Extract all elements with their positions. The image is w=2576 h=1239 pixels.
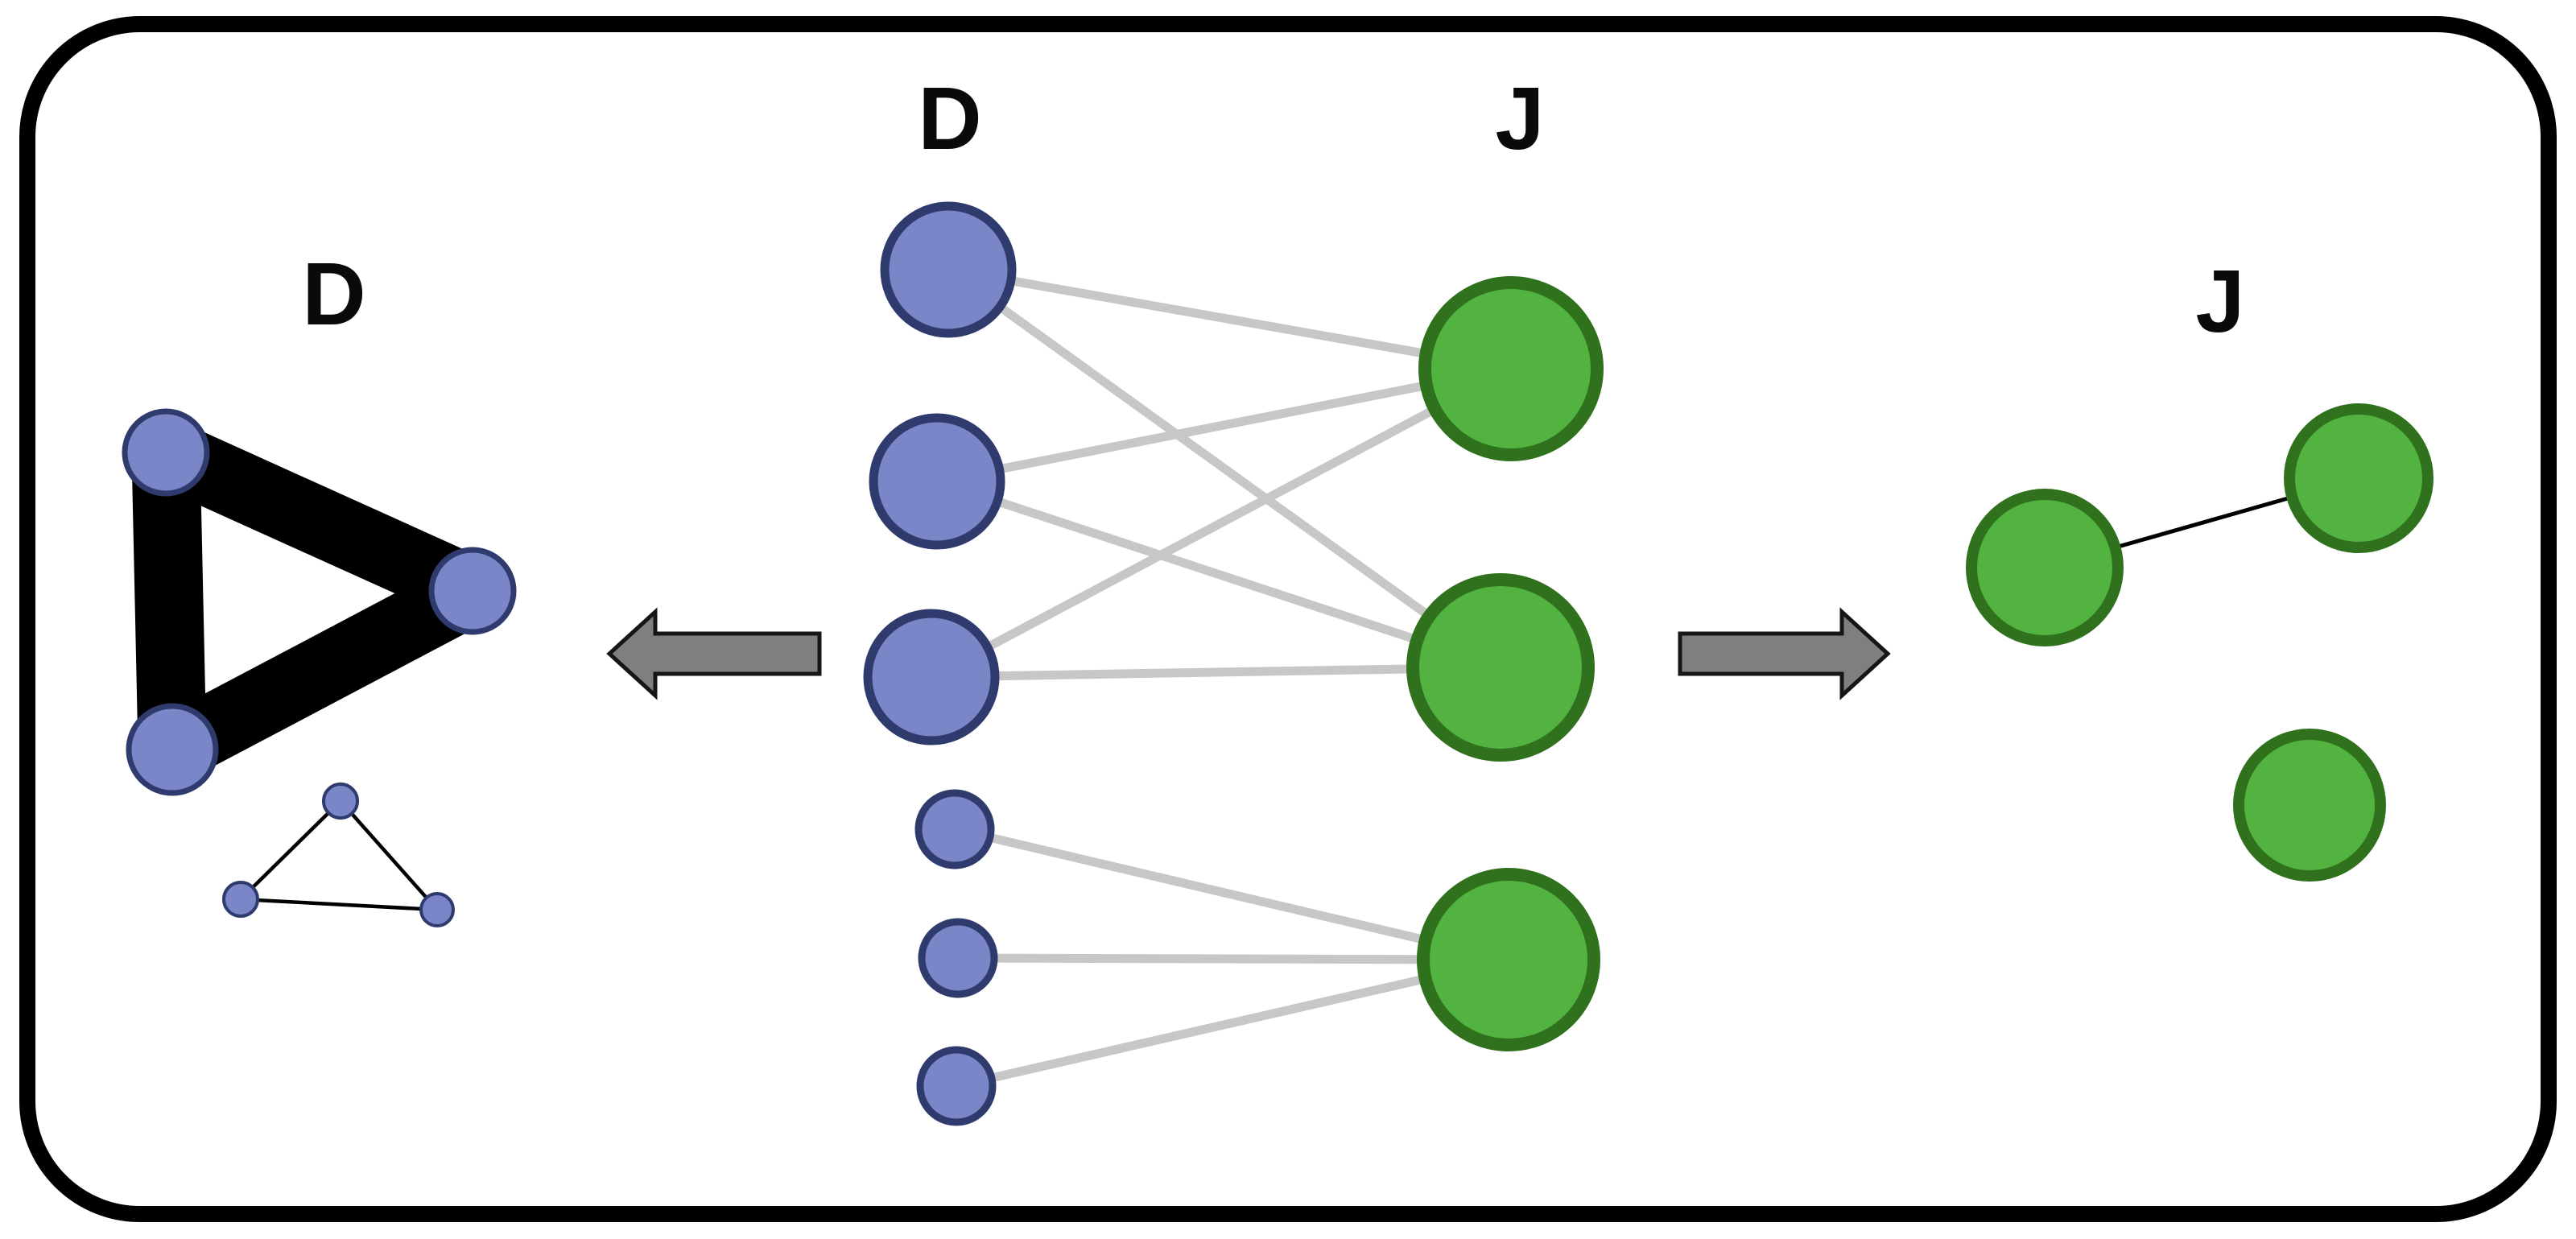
nodes-layer (122, 201, 2434, 1126)
bip-j-node-3 (1417, 868, 1600, 1051)
labels-layer: D D J J (302, 69, 2244, 351)
edge-proj-d-node-1-proj-d-node-2 (151, 421, 487, 622)
bipartite-j-label: J (1495, 69, 1544, 168)
edge-proj-d-small-node-1-proj-d-small-node-2 (239, 799, 342, 901)
proj-d-node-3 (126, 703, 219, 796)
edge-bip-d-node-6-bip-j-node-3 (955, 955, 1510, 1091)
edge-proj-d-node-1-proj-d-node-3 (131, 452, 207, 750)
bip-d-node-5 (918, 918, 998, 998)
frame-layer (19, 16, 2557, 1222)
edge-proj-d-small-node-2-proj-d-small-node-3 (240, 897, 438, 912)
right-arrow-icon (1678, 607, 1891, 700)
proj-j-node-1 (1966, 489, 2124, 646)
proj-d-node-2 (428, 547, 517, 635)
edge-proj-d-node-2-proj-d-node-3 (156, 560, 489, 780)
edge-bip-d-node-5-bip-j-node-3 (957, 953, 1509, 964)
proj-j-node-3 (2233, 729, 2386, 882)
edge-bip-d-node-3-bip-j-node-2 (931, 663, 1501, 682)
bip-d-node-1 (880, 201, 1017, 338)
edge-bip-d-node-3-bip-j-node-1 (929, 365, 1513, 681)
bip-d-node-4 (914, 789, 995, 869)
edge-proj-d-small-node-1-proj-d-small-node-3 (339, 799, 439, 911)
bip-d-node-2 (869, 413, 1005, 550)
edge-bip-d-node-1-bip-j-node-2 (945, 266, 1504, 671)
edges-layer (131, 265, 2359, 1091)
proj-d-small-node-2 (222, 881, 259, 918)
proj-j-node-2 (2284, 403, 2434, 553)
edge-bip-d-node-2-bip-j-node-2 (935, 477, 1502, 672)
bip-j-node-1 (1418, 276, 1604, 461)
edge-bip-d-node-2-bip-j-node-1 (935, 364, 1513, 486)
projection-j-label: J (2195, 252, 2244, 351)
edge-bip-d-node-4-bip-j-node-3 (953, 824, 1510, 964)
bipartite-d-label: D (918, 69, 981, 168)
proj-d-node-1 (122, 408, 210, 497)
bip-d-node-6 (916, 1046, 997, 1126)
bip-d-node-3 (863, 609, 1000, 745)
arrows-layer (606, 607, 1891, 700)
proj-d-small-node-3 (419, 892, 455, 927)
projection-d-label: D (302, 245, 365, 344)
edge-bip-d-node-1-bip-j-node-1 (947, 265, 1512, 374)
proj-d-small-node-1 (322, 783, 359, 820)
bip-j-node-2 (1406, 573, 1595, 762)
left-arrow-icon (606, 607, 822, 700)
rounded-frame (19, 16, 2557, 1222)
